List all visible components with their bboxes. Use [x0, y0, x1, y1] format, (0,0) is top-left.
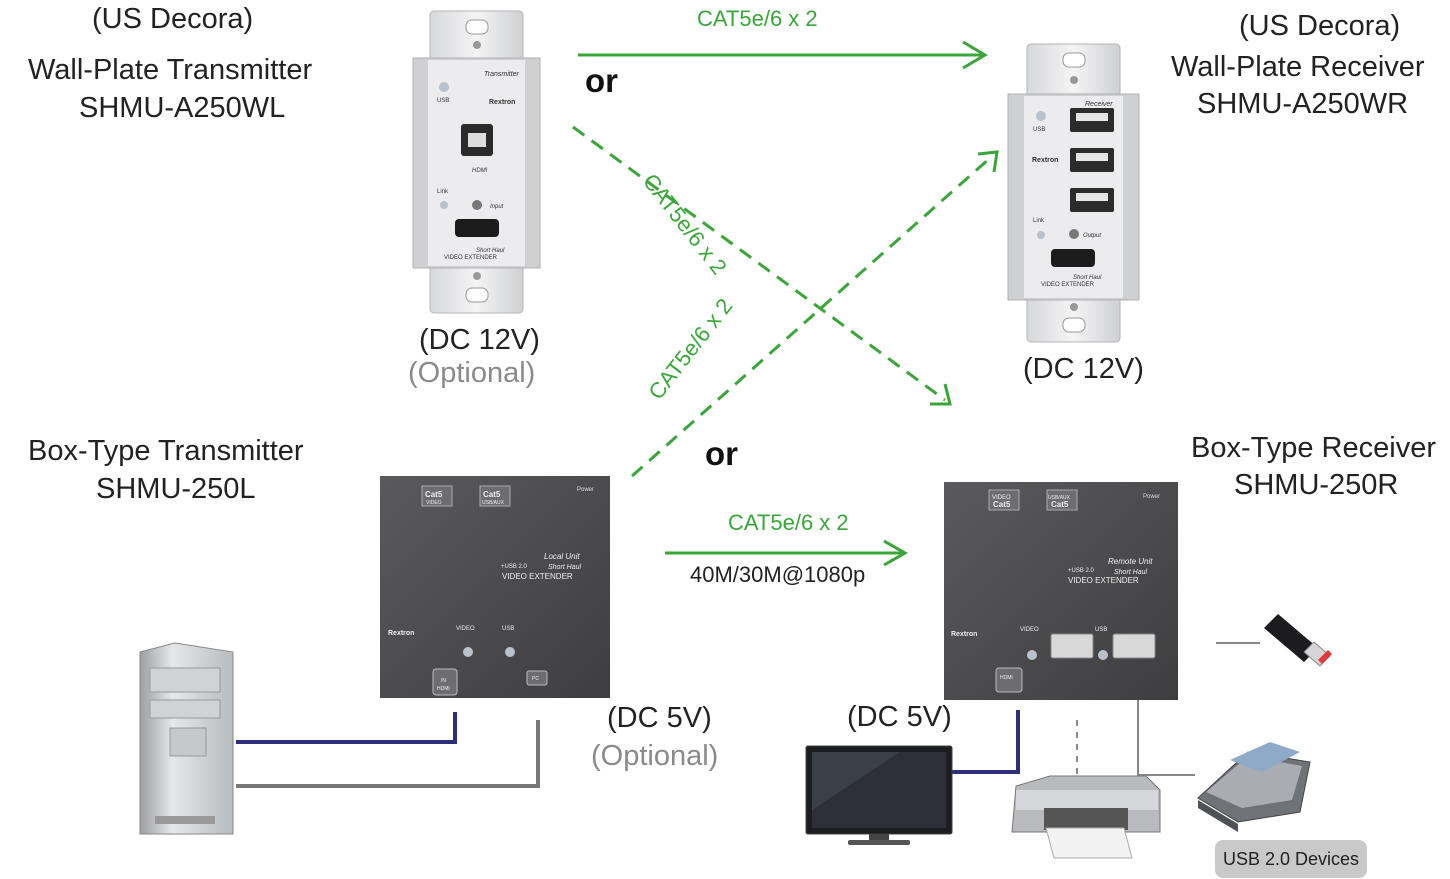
rx-box-unit: Remote Unit	[1108, 557, 1153, 566]
rx-box-port1: Cat5	[993, 500, 1011, 509]
tx-box-usb-label: USB	[502, 626, 514, 632]
tx-wall-model: SHMU-A250WL	[79, 92, 286, 124]
hdmi-cable-tx	[236, 712, 457, 744]
tx-box-optional: (Optional)	[591, 740, 719, 772]
rx-box-brand: Rextron	[951, 631, 977, 638]
rx-box-power-led: Power	[1143, 494, 1160, 500]
tx-wall-footer1: Short Haul	[476, 248, 505, 254]
rx-box-usb20: +USB 2.0	[1068, 568, 1095, 574]
rx-wall-usb-label: USB	[1033, 127, 1045, 133]
tx-wall-optional: (Optional)	[408, 357, 536, 389]
rx-wall-brand: Rextron	[1032, 157, 1058, 164]
tx-box-ext: VIDEO EXTENDER	[502, 572, 573, 581]
tx-box-port1sub: VIDEO	[426, 500, 442, 506]
tx-wall-hdmi-label: HDMI	[472, 168, 488, 174]
arrow-diag-up	[631, 150, 999, 478]
scanner-icon	[1197, 742, 1311, 832]
rx-box-port2sub: USB/AUX	[1048, 495, 1071, 501]
tx-box-pc-label: PC	[532, 676, 539, 682]
box-receiver	[944, 482, 1178, 700]
tx-wall-input-label: Input	[490, 204, 504, 210]
usb-flash-drive-icon	[1264, 614, 1332, 667]
or-label-top: or	[585, 62, 618, 99]
rx-wall-model: SHMU-A250WR	[1197, 88, 1409, 120]
rx-wall-output-label: Output	[1083, 233, 1101, 239]
rx-box-usb-label: USB	[1095, 627, 1107, 633]
tx-box-port2: Cat5	[483, 490, 501, 499]
tx-box-power: (DC 5V)	[607, 702, 712, 734]
monitor-icon	[805, 745, 953, 845]
tx-wall-brand: Rextron	[489, 99, 515, 106]
speed-label: 40M/30M@1080p	[690, 562, 866, 587]
arrow-diag-down	[572, 125, 952, 406]
rx-box-video-label: VIDEO	[1020, 627, 1039, 633]
tx-wall-footer2: VIDEO EXTENDER	[444, 255, 498, 261]
link-label-bottom: CAT5e/6 x 2	[728, 510, 849, 535]
tx-wall-badge: Transmitter	[484, 71, 520, 78]
tx-box-usb20: +USB 2.0	[501, 564, 528, 570]
usb-cable-tx	[236, 720, 540, 788]
hdmi-cable-rx	[952, 710, 1020, 774]
arrow-bottom	[665, 539, 909, 567]
tx-box-port1: Cat5	[425, 490, 443, 499]
tx-box-port2sub: USB/AUX	[482, 500, 505, 506]
usb-cable-rx	[1076, 642, 1260, 785]
rx-box-port2: Cat5	[1051, 500, 1069, 509]
tx-wall-region: (US Decora)	[92, 3, 254, 35]
or-label-bottom: or	[705, 435, 738, 472]
wall-plate-transmitter	[412, 10, 541, 314]
rx-box-port1sub: VIDEO	[992, 495, 1011, 501]
rx-wall-footer2: VIDEO EXTENDER	[1041, 282, 1095, 288]
tx-box-hdmi-label: HDMI	[437, 686, 450, 692]
rx-box-power: (DC 5V)	[847, 701, 952, 733]
tx-box-model: SHMU-250L	[96, 473, 256, 505]
rx-wall-name: Wall-Plate Receiver	[1171, 51, 1425, 83]
printer-icon	[1011, 775, 1161, 859]
tx-wall-usb-label: USB	[437, 98, 449, 104]
tx-box-video-label: VIDEO	[456, 626, 475, 632]
rx-box-model: SHMU-250R	[1234, 469, 1399, 501]
tx-wall-link-label: Link	[437, 189, 449, 195]
usb-devices-badge: USB 2.0 Devices	[1215, 840, 1367, 878]
rx-box-hdmi-label: HDMI	[1000, 675, 1013, 681]
rx-box-ext: VIDEO EXTENDER	[1068, 576, 1139, 585]
tx-wall-power: (DC 12V)	[419, 324, 540, 356]
tx-box-in-label: IN	[441, 678, 446, 684]
wall-plate-receiver	[1007, 43, 1140, 343]
tx-box-short: Short Haul	[548, 564, 582, 571]
tx-box-unit: Local Unit	[544, 552, 580, 561]
rx-wall-region: (US Decora)	[1239, 10, 1401, 42]
tx-box-power-led: Power	[577, 487, 594, 493]
box-transmitter	[380, 476, 610, 698]
link-label-top: CAT5e/6 x 2	[697, 6, 818, 31]
rx-wall-footer1: Short Haul	[1073, 275, 1102, 281]
rx-wall-power: (DC 12V)	[1023, 353, 1144, 385]
tx-box-brand: Rextron	[388, 630, 414, 637]
rx-wall-badge: Receiver	[1085, 101, 1113, 108]
arrow-top	[578, 40, 988, 70]
rx-wall-link-label: Link	[1033, 218, 1045, 224]
rx-box-name: Box-Type Receiver	[1191, 432, 1436, 464]
tx-box-name: Box-Type Transmitter	[28, 435, 304, 467]
tx-wall-name: Wall-Plate Transmitter	[28, 54, 313, 86]
rx-box-short: Short Haul	[1114, 569, 1148, 576]
pc-tower-icon	[139, 642, 234, 835]
